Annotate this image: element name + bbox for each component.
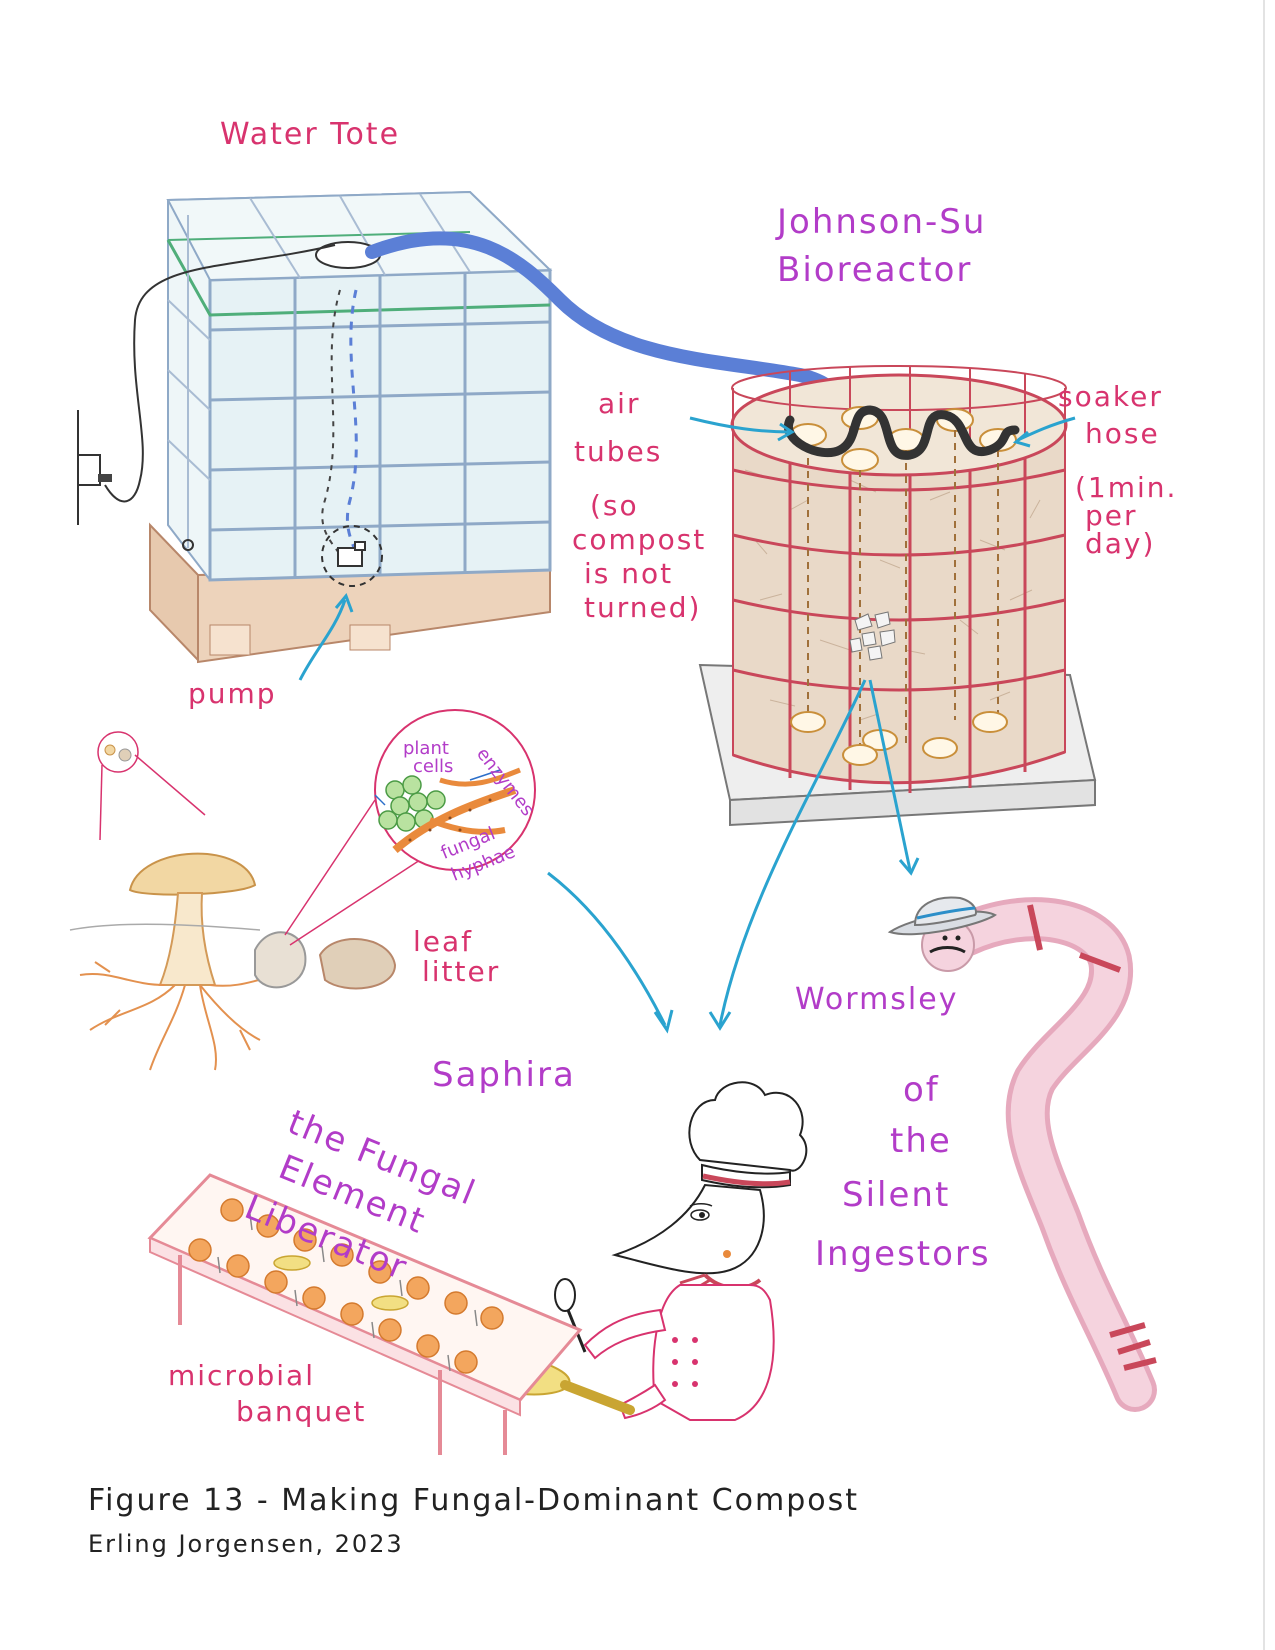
cowboy-hat-icon — [887, 896, 997, 936]
air-tubes-label-line1: air — [598, 387, 641, 420]
banquet-label-line2: banquet — [236, 1395, 367, 1428]
spoon-icon — [554, 1278, 587, 1353]
air-note-line2: compost — [572, 523, 707, 556]
water-tote-label: Water Tote — [220, 117, 401, 152]
supply-hose — [365, 231, 844, 412]
water-tote — [77, 190, 553, 664]
johnson-su-bioreactor — [698, 365, 1097, 827]
air-note-line4: turned) — [584, 591, 702, 624]
silent-ingestors-line3: Silent — [842, 1175, 951, 1215]
pump-label: pump — [188, 677, 277, 710]
saphira-chef — [459, 1081, 808, 1421]
air-tubes-label-line2: tubes — [574, 435, 663, 468]
figure-caption: Figure 13 - Making Fungal-Dominant Compo… — [88, 1483, 860, 1518]
soaker-note-line2: per — [1085, 499, 1138, 532]
pump-icon — [321, 525, 383, 587]
air-note-line3: is not — [584, 557, 674, 590]
small-mushroom-inset — [97, 731, 206, 841]
soaker-hose-label-line1: soaker — [1058, 380, 1163, 413]
wormsley-label: Wormsley — [795, 982, 959, 1017]
mushroom-icon — [69, 852, 397, 1071]
leaf-litter-label-line1: leaf — [413, 925, 474, 958]
bioreactor-label-line1: Johnson-Su — [777, 202, 987, 242]
flow-arrows — [298, 416, 1076, 1034]
saphira-label: Saphira — [432, 1055, 576, 1095]
fungal-inset — [374, 709, 536, 871]
page-edge — [1263, 0, 1265, 1650]
microbial-banquet-table — [147, 1173, 583, 1455]
chef-hat-icon — [688, 1081, 808, 1189]
wall-outlet-icon — [77, 410, 112, 525]
figure-author: Erling Jorgensen, 2023 — [88, 1530, 404, 1558]
soaker-note-line3: day) — [1085, 527, 1156, 560]
soaker-hose — [783, 405, 1020, 460]
leaf-litter-label-line2: litter — [422, 955, 501, 988]
banquet-label-line1: microbial — [168, 1359, 315, 1392]
compost-chunks — [849, 611, 896, 661]
silent-ingestors-line2: the — [890, 1121, 952, 1161]
plant-cells-label-line2: cells — [413, 756, 454, 777]
air-note-line1: (so — [590, 489, 639, 522]
soaker-hose-label-line2: hose — [1085, 417, 1160, 450]
wormsley-worm — [887, 896, 1157, 1412]
silent-ingestors-line1: of — [903, 1070, 940, 1110]
bioreactor-label-line2: Bioreactor — [777, 250, 973, 290]
silent-ingestors-line4: Ingestors — [815, 1234, 991, 1274]
plant-cells-label-line1: plant — [403, 738, 449, 759]
soaker-note-line1: (1min. — [1075, 471, 1178, 504]
